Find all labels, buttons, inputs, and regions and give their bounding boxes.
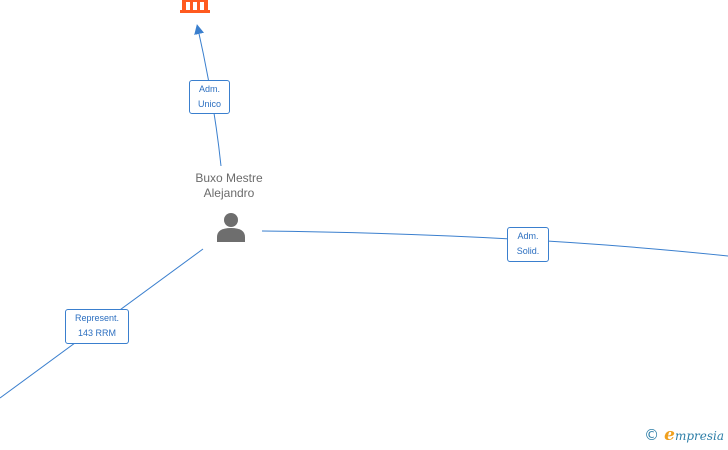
copyright-icon: © [644,426,660,444]
edge-label-line: Represent. [74,313,120,323]
person-name-line2: Alejandro [203,186,255,200]
building-icon[interactable] [179,0,211,14]
edge-label-adm-unico[interactable]: Adm. Unico [189,80,230,114]
person-name-line1: Buxo Mestre [195,171,263,185]
edge-label-line: Adm. [198,84,220,94]
brand-initial: e [664,425,675,445]
edge-label-line: Solid. [516,246,540,256]
edge-label-line: Unico [197,99,221,109]
edge-label-line: Adm. [517,231,539,241]
edge-label-adm-solid[interactable]: Adm. Solid. [507,227,549,262]
person-icon[interactable] [215,212,247,242]
edge-label-represent[interactable]: Represent. 143 RRM [65,309,129,344]
person-name[interactable]: Buxo Mestre Alejandro [180,171,278,201]
brand-rest: mpresia [674,429,724,443]
edge-adm-solid [261,230,728,257]
edge-label-line: 143 RRM [77,328,116,338]
